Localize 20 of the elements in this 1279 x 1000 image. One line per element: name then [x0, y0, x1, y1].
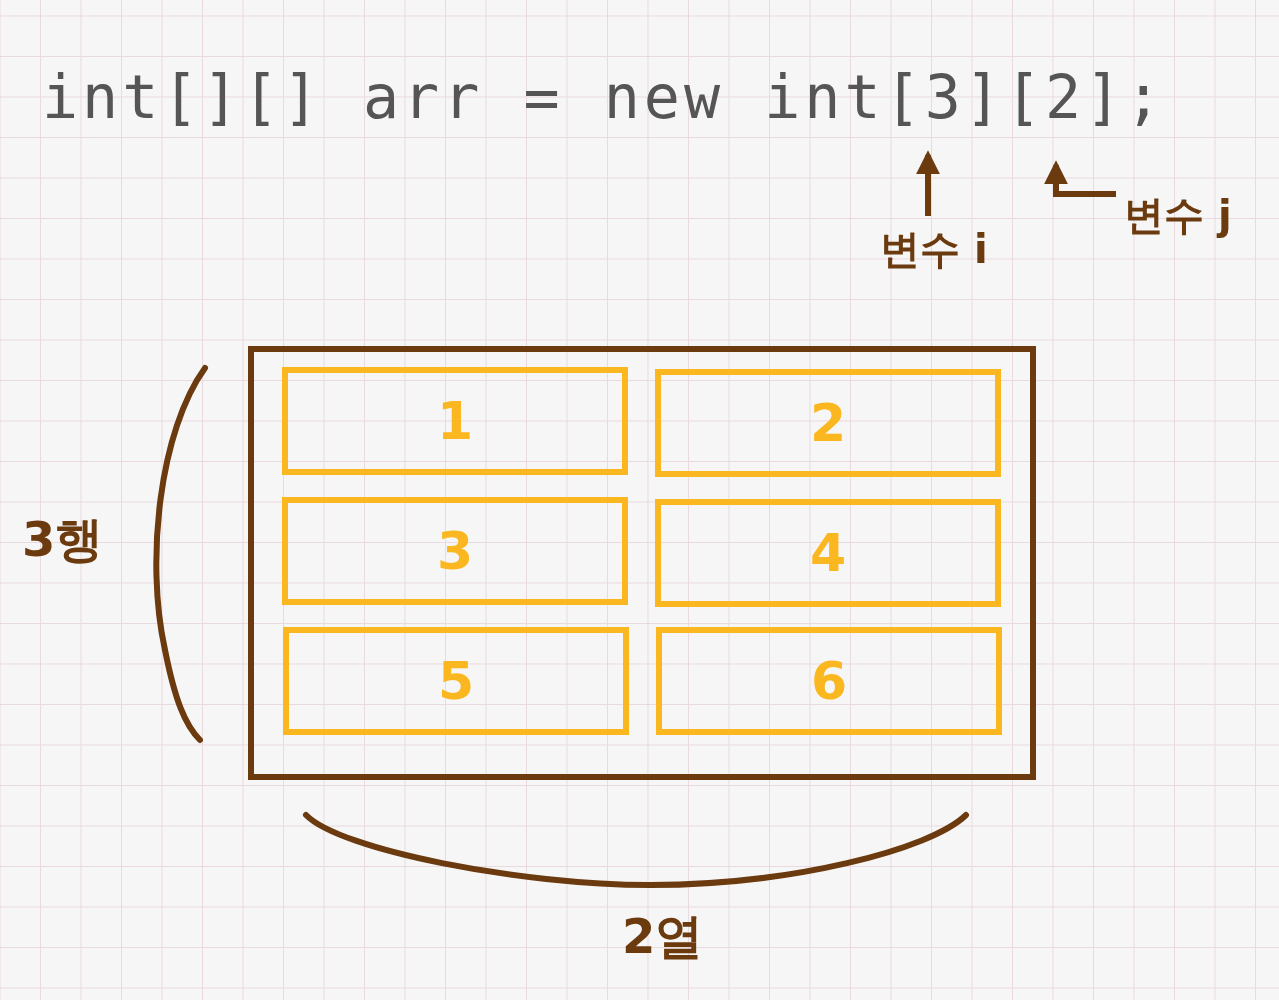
array-box [248, 346, 1036, 780]
array-cell [282, 497, 628, 605]
cell-number: 1 [436, 391, 474, 451]
arrow [916, 150, 940, 216]
arrow [1044, 160, 1116, 197]
array-cell [655, 369, 1001, 477]
cell-number: 2 [809, 393, 847, 453]
cell-number: 4 [809, 523, 847, 583]
cell-number: 3 [436, 521, 474, 581]
array-cell [283, 627, 629, 735]
array-cell [655, 499, 1001, 607]
array-cell [282, 367, 628, 475]
dimension-label: 2열 [622, 907, 704, 966]
code-line: int[][] arr = new int[3][2]; [42, 62, 1166, 132]
cell-number: 6 [810, 651, 848, 711]
variable-label: 변수 j [1124, 190, 1232, 240]
variable-label: 변수 i [880, 224, 988, 274]
array-cell [656, 627, 1002, 735]
dimension-label: 3행 [22, 510, 104, 569]
cell-number: 5 [437, 651, 475, 711]
